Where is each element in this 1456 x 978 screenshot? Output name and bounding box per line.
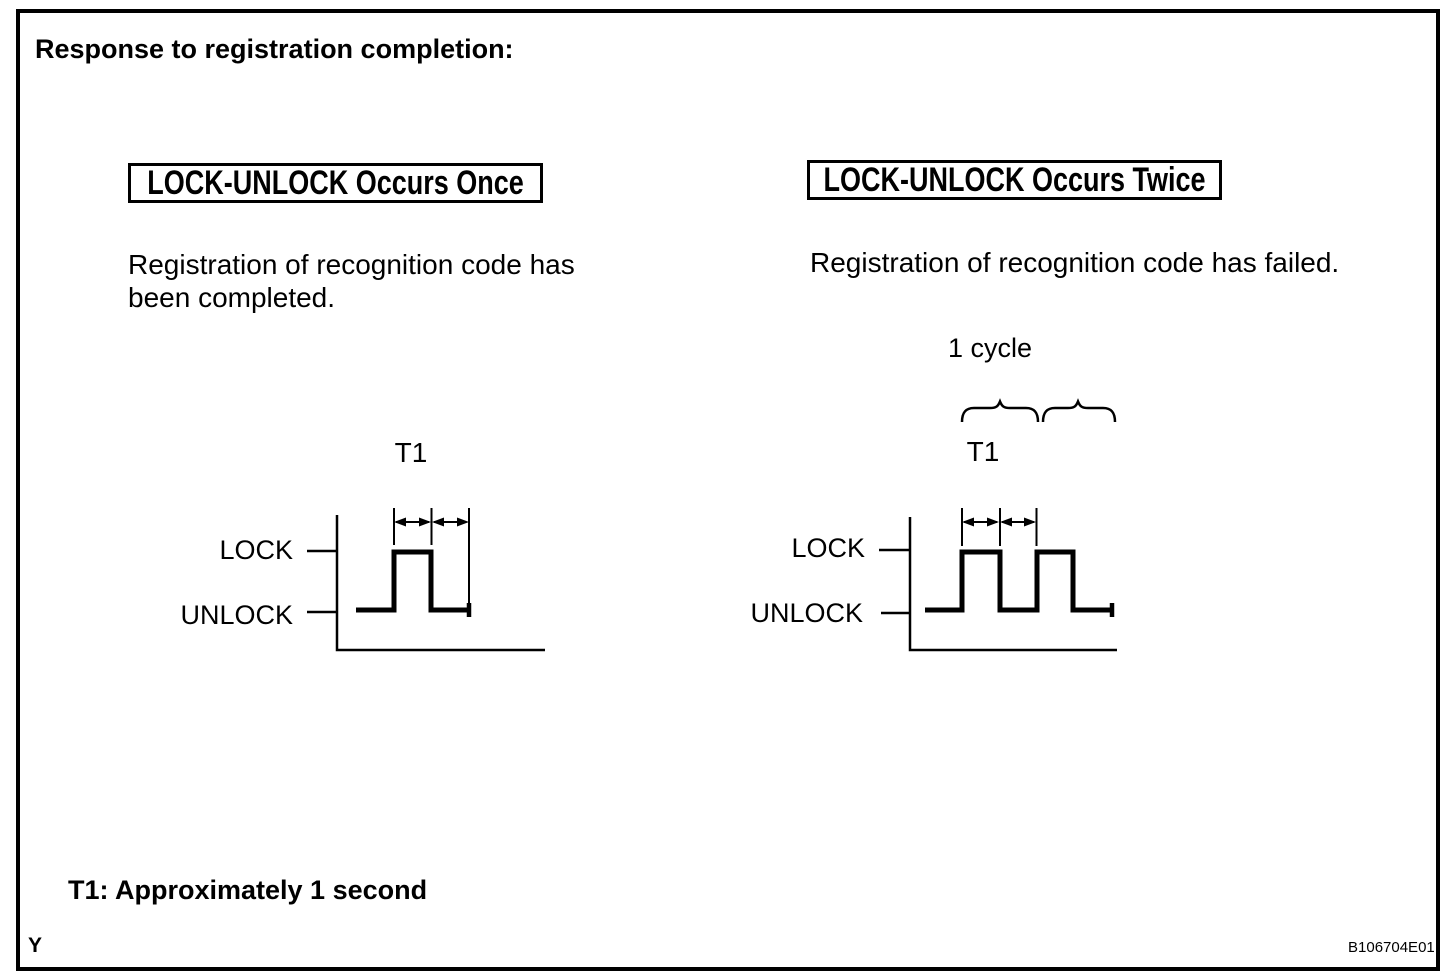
waveform-diagram-twice bbox=[879, 398, 1117, 652]
header-box-occurs-once: LOCK-UNLOCK Occurs Once bbox=[128, 163, 543, 203]
cycle-braces bbox=[960, 398, 1117, 423]
axis-once bbox=[335, 515, 545, 652]
t1-dimension-arrows-once bbox=[394, 517, 469, 527]
t1-label-once: T1 bbox=[394, 437, 428, 468]
description-once-line2: been completed. bbox=[128, 282, 336, 313]
header-label-occurs-twice: LOCK-UNLOCK Occurs Twice bbox=[823, 160, 1206, 199]
t1-label-twice: T1 bbox=[966, 436, 1000, 467]
header-label-occurs-once: LOCK-UNLOCK Occurs Once bbox=[147, 163, 524, 202]
cycle-brace-2 bbox=[1041, 398, 1117, 423]
description-twice-line1: Registration of recognition code has fai… bbox=[810, 247, 1340, 278]
lock-label-once: LOCK bbox=[219, 535, 293, 565]
cycle-brace-1 bbox=[960, 398, 1040, 423]
waveform-diagram-once bbox=[307, 508, 545, 652]
description-once: Registration of recognition code has bee… bbox=[128, 248, 575, 314]
figure-title: Response to registration completion: bbox=[35, 34, 514, 64]
unlock-label-once: UNLOCK bbox=[180, 600, 293, 630]
page-marker: Y bbox=[28, 934, 43, 957]
axis-twice bbox=[908, 517, 1117, 652]
t1-dimension-arrows-twice bbox=[962, 517, 1036, 527]
description-twice: Registration of recognition code has fai… bbox=[810, 246, 1339, 279]
figure-border bbox=[16, 9, 1440, 971]
signal-trace-once bbox=[356, 549, 469, 613]
header-box-occurs-twice: LOCK-UNLOCK Occurs Twice bbox=[807, 160, 1222, 200]
cycle-label: 1 cycle bbox=[947, 333, 1033, 363]
figure-code: B106704E01 bbox=[1348, 939, 1435, 956]
unlock-label-twice: UNLOCK bbox=[750, 598, 863, 628]
description-once-line1: Registration of recognition code has bbox=[128, 249, 575, 280]
signal-trace-twice bbox=[925, 549, 1112, 613]
t1-footnote: T1: Approximately 1 second bbox=[68, 875, 428, 905]
lock-label-twice: LOCK bbox=[791, 533, 865, 563]
